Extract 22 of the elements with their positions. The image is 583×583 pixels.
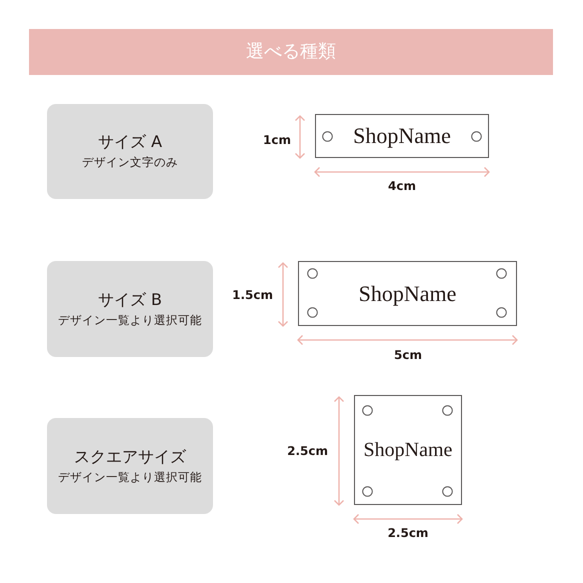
option-description: デザイン一覧より選択可能 — [58, 314, 202, 326]
size-option-card — [47, 261, 213, 357]
name-tag-outline — [315, 114, 489, 158]
tag-text: ShopName — [364, 440, 452, 460]
name-tag-outline — [354, 395, 462, 505]
size-option-card — [47, 104, 213, 199]
dimension-label: 1cm — [263, 134, 291, 146]
option-title: サイズ A — [98, 134, 162, 150]
size-option-card — [47, 418, 213, 514]
option-description: デザイン文字のみ — [82, 157, 178, 169]
option-title: サイズ B — [98, 292, 162, 308]
dimension-label: 4cm — [388, 180, 416, 192]
tag-text: ShopName — [358, 282, 456, 304]
dimension-label: 5cm — [394, 349, 422, 361]
name-tag-outline — [298, 261, 517, 326]
dimension-label: 2.5cm — [388, 527, 428, 539]
option-title: スクエアサイズ — [74, 448, 186, 465]
title: 選べる種類 — [246, 43, 336, 61]
option-description: デザイン一覧より選択可能 — [58, 472, 202, 484]
dimension-label: 1.5cm — [232, 289, 273, 301]
dimension-label: 2.5cm — [287, 445, 328, 457]
tag-text: ShopName — [353, 125, 451, 147]
